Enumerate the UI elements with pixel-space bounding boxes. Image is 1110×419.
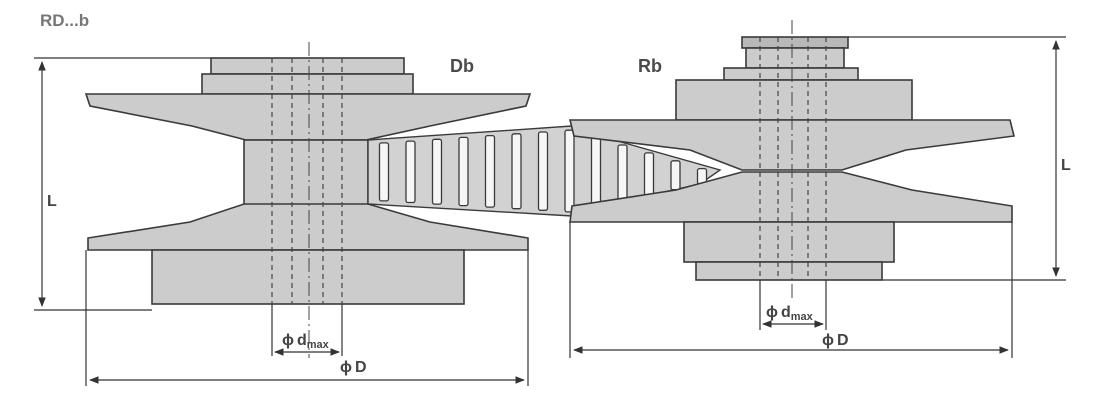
- left-top-hub: [201, 73, 414, 95]
- label-rb: Rb: [638, 56, 662, 76]
- belt-tooth: [617, 144, 628, 202]
- label-db: Db: [450, 56, 474, 76]
- right-top-hub-2: [723, 67, 859, 81]
- right-top-cap: [741, 36, 849, 49]
- belt-tooth: [511, 133, 522, 210]
- belt-tooth: [484, 134, 496, 208]
- drawing-title: RD...b: [40, 11, 89, 30]
- belt-tooth: [537, 131, 549, 211]
- belt-tooth: [643, 152, 655, 197]
- left-center-hub: [243, 139, 369, 207]
- right-bottom-hub: [683, 221, 895, 263]
- belt-tooth: [670, 160, 681, 191]
- left-length-label: L: [47, 193, 57, 210]
- right-top-hub-3: [675, 79, 913, 121]
- belt-tooth: [590, 136, 602, 208]
- belt-tooth: [564, 129, 575, 213]
- right-length-label: L: [1061, 157, 1071, 174]
- left-lower-sheave: [87, 203, 529, 251]
- right-pulley-rb: [568, 20, 1015, 300]
- belt-teeth: [378, 129, 708, 213]
- belt-tooth: [458, 136, 469, 207]
- belt-tooth: [378, 142, 390, 202]
- right-top-hub-1: [745, 47, 845, 69]
- belt-tooth: [405, 140, 416, 204]
- belt-tooth: [431, 138, 443, 205]
- left-top-hub-flange: [210, 57, 405, 75]
- right-bottom-flange: [695, 261, 883, 281]
- left-bottom-hub: [151, 249, 465, 305]
